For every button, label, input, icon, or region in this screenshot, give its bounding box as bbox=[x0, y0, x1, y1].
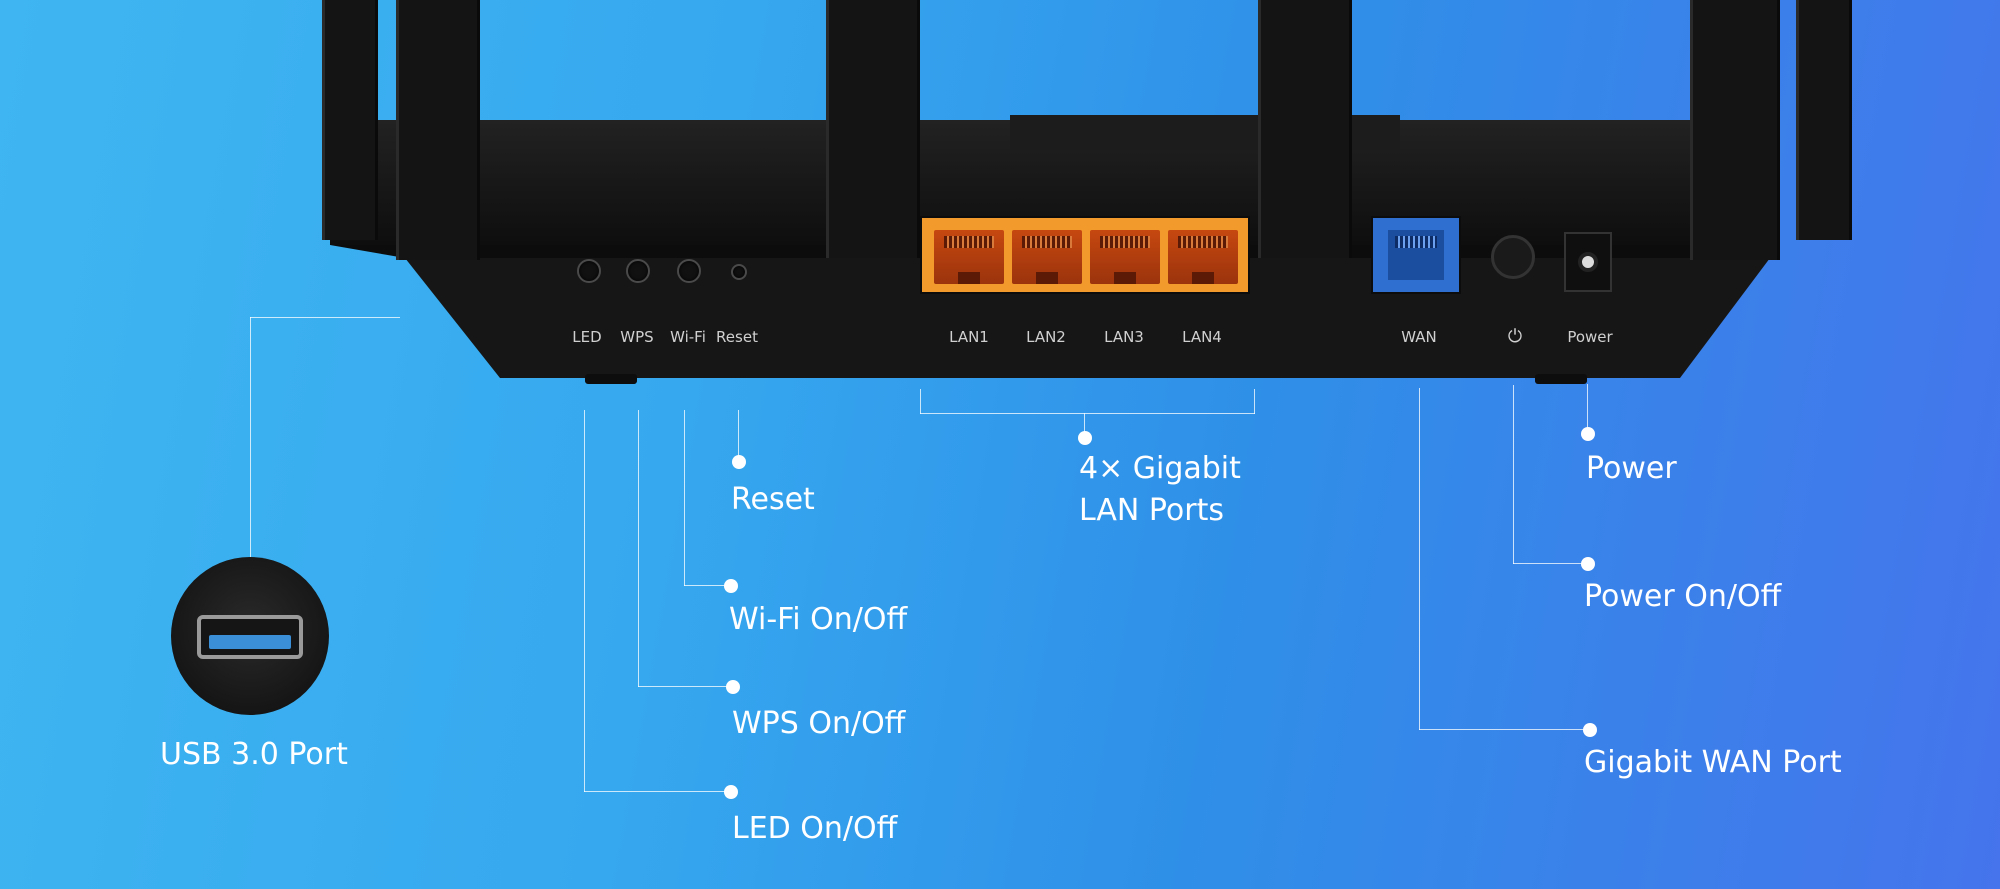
lan-port-block bbox=[920, 216, 1250, 294]
power-port-label: Power bbox=[1567, 328, 1613, 346]
antenna-center-left bbox=[826, 0, 920, 258]
wan-callout-dot bbox=[1583, 723, 1597, 737]
wifi-callout: Wi-Fi On/Off bbox=[729, 602, 908, 637]
lan4-port-label: LAN4 bbox=[1182, 328, 1222, 346]
lan-callout-line2: LAN Ports bbox=[1079, 493, 1225, 528]
wan-port[interactable] bbox=[1371, 216, 1461, 294]
wps-callout-dot bbox=[726, 680, 740, 694]
usb-port-detail bbox=[171, 557, 329, 715]
wan-port-label: WAN bbox=[1401, 328, 1437, 346]
power-callout: Power bbox=[1586, 451, 1677, 486]
antenna-center-right bbox=[1258, 0, 1352, 258]
lan-callout-dot bbox=[1078, 431, 1092, 445]
lan-callout-line1: 4× Gigabit bbox=[1079, 451, 1241, 486]
lan4-port[interactable] bbox=[1168, 230, 1238, 284]
reset-callout: Reset bbox=[731, 482, 815, 517]
wps-button[interactable] bbox=[626, 259, 650, 283]
antenna-right-inner bbox=[1690, 0, 1780, 260]
wifi-port-label: Wi-Fi bbox=[670, 328, 706, 346]
power-symbol-label: ⏻ bbox=[1507, 326, 1523, 347]
power-onoff-callout: Power On/Off bbox=[1584, 579, 1782, 614]
power-jack[interactable] bbox=[1564, 232, 1612, 292]
lan1-port-label: LAN1 bbox=[949, 328, 989, 346]
wan-callout: Gigabit WAN Port bbox=[1584, 745, 1842, 780]
antenna-left-outer bbox=[322, 0, 378, 240]
led-callout-dot bbox=[724, 785, 738, 799]
lan1-port[interactable] bbox=[934, 230, 1004, 284]
power-callout-dot bbox=[1581, 427, 1595, 441]
usb-connector-line bbox=[250, 317, 400, 318]
lan3-port[interactable] bbox=[1090, 230, 1160, 284]
lan3-port-label: LAN3 bbox=[1104, 328, 1144, 346]
reset-button[interactable] bbox=[731, 264, 747, 280]
led-port-label: LED bbox=[572, 328, 602, 346]
usb-icon bbox=[197, 615, 303, 659]
lan2-port[interactable] bbox=[1012, 230, 1082, 284]
wps-port-label: WPS bbox=[620, 328, 654, 346]
led-button[interactable] bbox=[577, 259, 601, 283]
antenna-right-outer bbox=[1796, 0, 1852, 240]
antenna-left-inner bbox=[396, 0, 480, 260]
wps-callout: WPS On/Off bbox=[732, 706, 906, 741]
reset-port-label: Reset bbox=[716, 328, 758, 346]
wifi-callout-dot bbox=[724, 579, 738, 593]
power-button[interactable] bbox=[1491, 235, 1535, 279]
lan-bracket bbox=[920, 413, 1255, 414]
power-onoff-callout-dot bbox=[1581, 557, 1595, 571]
wifi-button[interactable] bbox=[677, 259, 701, 283]
led-callout: LED On/Off bbox=[732, 811, 898, 846]
lan2-port-label: LAN2 bbox=[1026, 328, 1066, 346]
usb-callout: USB 3.0 Port bbox=[160, 737, 348, 772]
reset-callout-dot bbox=[732, 455, 746, 469]
